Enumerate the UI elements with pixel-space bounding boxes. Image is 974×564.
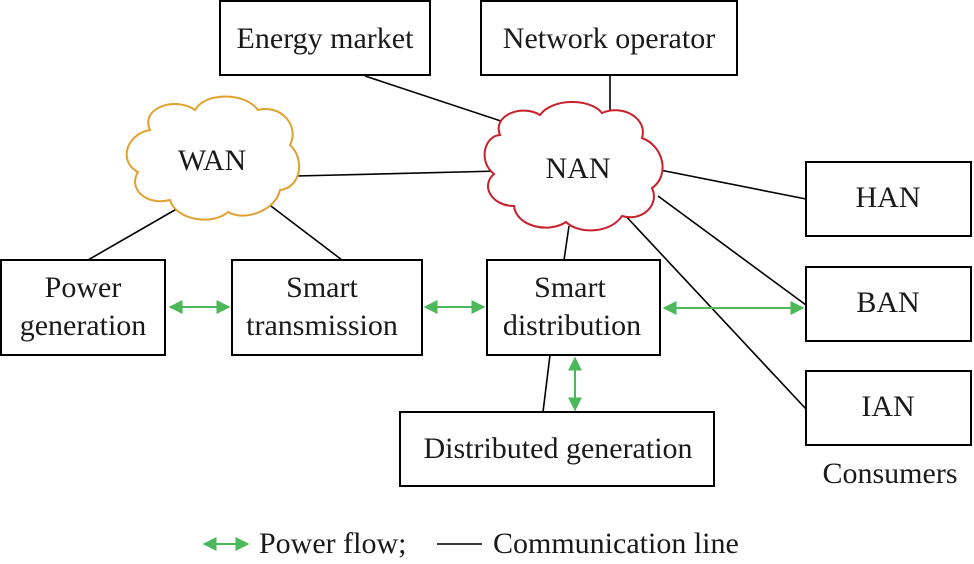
smart-distribution-label-line2: distribution — [503, 309, 641, 342]
communication-lines — [87, 75, 807, 413]
han-box: HAN — [805, 161, 972, 237]
smart-transmission-rect — [231, 259, 423, 356]
smart-transmission-label-line1: Smart — [286, 271, 358, 304]
power-flow-arrows — [168, 300, 805, 412]
wan-label: WAN — [178, 144, 246, 177]
consumers-label: Consumers — [823, 457, 958, 490]
legend-communication-line-label: Communication line — [493, 527, 739, 560]
comm-line-energy-market-nan — [364, 75, 523, 129]
smart-distribution-rect — [486, 259, 661, 356]
power-generation-label-line2: generation — [20, 309, 147, 342]
comm-line-nan-smart-distribution — [563, 225, 570, 261]
comm-line-nan-han — [649, 167, 807, 200]
power-generation-rect — [0, 259, 166, 356]
distributed-generation-box: Distributed generation — [399, 411, 715, 487]
network-operator-box: Network operator — [480, 0, 738, 76]
smart-transmission-label-line2: transmission — [246, 309, 398, 342]
legend: Power flow; Communication line — [202, 527, 739, 560]
nan-cloud-outline — [483, 101, 664, 232]
nan-cloud: NAN — [483, 101, 664, 232]
smart-distribution-box: Smart distribution — [486, 259, 661, 356]
ban-rect — [805, 266, 972, 342]
comm-line-wan-smart-transmission — [262, 199, 343, 261]
power-generation-box: Power generation — [0, 259, 166, 356]
legend-power-flow-label: Power flow; — [259, 527, 406, 560]
ian-label: IAN — [861, 390, 914, 423]
power-generation-label-line1: Power — [45, 271, 122, 304]
distributed-generation-rect — [399, 411, 715, 487]
smart-transmission-box: Smart transmission — [231, 259, 423, 356]
ban-box: BAN — [805, 266, 972, 342]
smart-distribution-label-line1: Smart — [534, 271, 606, 304]
comm-line-nan-ban — [657, 195, 807, 306]
energy-market-label: Energy market — [237, 22, 415, 55]
energy-market-rect — [219, 0, 431, 76]
energy-market-box: Energy market — [219, 0, 431, 76]
wan-cloud: WAN — [125, 95, 300, 221]
distributed-generation-label: Distributed generation — [423, 432, 692, 465]
comm-line-smart-distribution-distributed-generation — [542, 354, 551, 413]
network-operator-rect — [480, 0, 738, 76]
network-operator-label: Network operator — [503, 22, 715, 55]
comm-line-wan-nan — [295, 170, 501, 177]
comm-line-wan-power-generation — [87, 206, 181, 261]
ban-label: BAN — [856, 286, 919, 319]
nan-label: NAN — [546, 152, 611, 185]
han-rect — [805, 161, 972, 237]
ian-box: IAN — [805, 370, 972, 446]
han-label: HAN — [856, 181, 921, 214]
wan-cloud-outline — [125, 95, 300, 221]
ian-rect — [805, 370, 972, 446]
